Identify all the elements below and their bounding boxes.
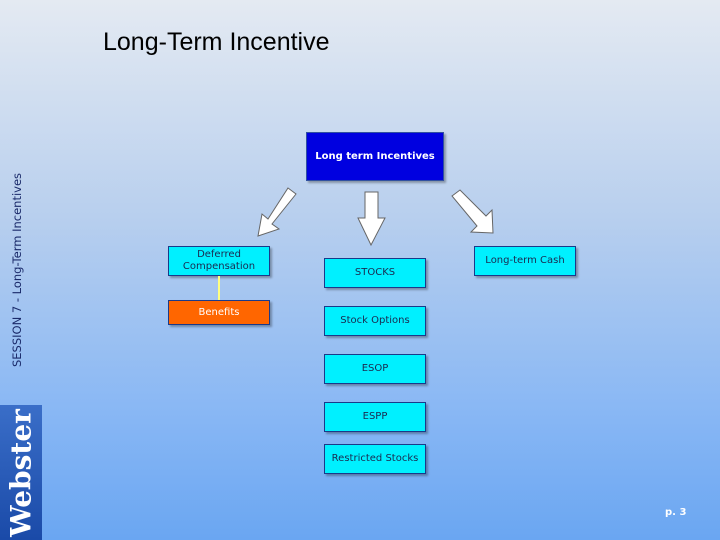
connector-line [218, 276, 220, 300]
slide-title: Long-Term Incentive [103, 28, 330, 56]
node-stocks: STOCKS [324, 258, 426, 288]
page-number: p. 3 [665, 507, 687, 518]
node-restricted-stocks: Restricted Stocks [324, 444, 426, 474]
webster-logo: Webster [0, 405, 42, 540]
arrow-middle [357, 191, 386, 247]
node-esop: ESOP [324, 354, 426, 384]
arrow-right [451, 189, 494, 234]
node-long-term-cash: Long-term Cash [474, 246, 576, 276]
arrow-left [257, 187, 297, 237]
node-benefits: Benefits [168, 300, 270, 325]
node-deferred-compensation: Deferred Compensation [168, 246, 270, 276]
node-stock-options: Stock Options [324, 306, 426, 336]
node-long-term-incentives: Long term Incentives [306, 132, 444, 181]
node-espp: ESPP [324, 402, 426, 432]
